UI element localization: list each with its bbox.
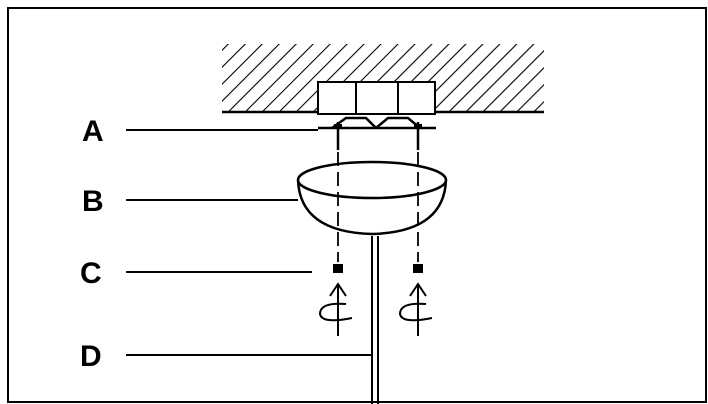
label-d: D [80,340,102,373]
pendant-rod [371,236,379,404]
leader-lines [126,129,372,356]
label-c: C [80,257,102,290]
twist-arrow-left-icon [318,282,353,336]
canopy-bowl [296,160,448,236]
mounting-bracket [318,116,436,150]
diagram-frame [7,7,707,403]
label-a: A [82,115,104,148]
alignment-guides [337,152,419,262]
cap-nuts [333,264,423,273]
label-b: B [82,185,104,218]
terminal-block [317,81,436,115]
twist-arrow-right-icon [398,282,433,336]
